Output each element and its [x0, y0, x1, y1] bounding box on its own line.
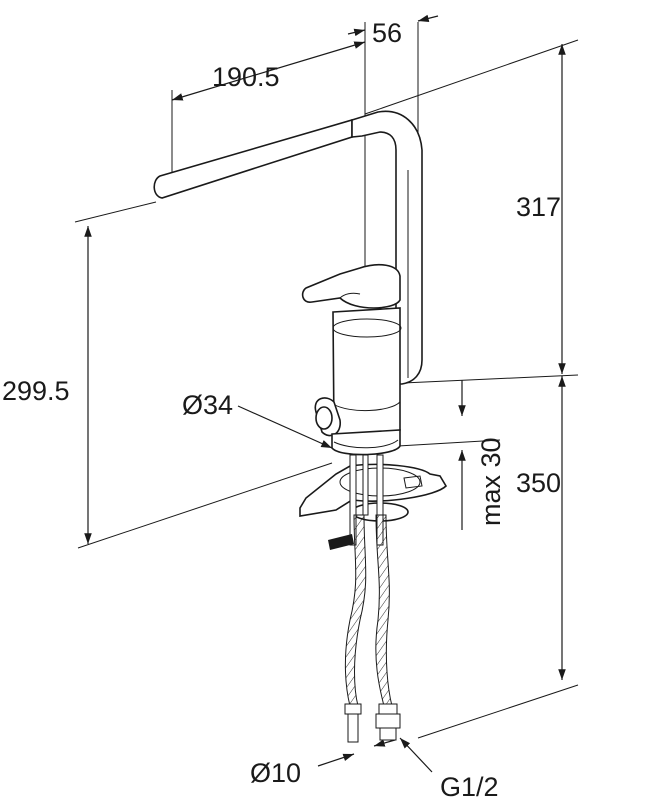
dim-spout-reach: 190.5 — [212, 62, 280, 92]
dim-base-diameter: Ø34 — [182, 390, 233, 420]
dim-hose-diameter: Ø10 — [250, 758, 301, 788]
dimension-lines — [84, 14, 566, 773]
extension-lines — [74, 22, 579, 739]
dim-offset: 56 — [372, 18, 402, 48]
dim-thread: G1/2 — [440, 772, 499, 802]
faucet-illustration — [153, 110, 448, 743]
dim-max-thickness: max 30 — [476, 437, 506, 526]
dimension-labels: 190.5 56 317 299.5 Ø34 max 30 350 Ø10 G1… — [2, 18, 561, 802]
dim-hose-length: 350 — [516, 468, 561, 498]
dim-height-above-spout: 317 — [516, 192, 561, 222]
dim-spout-height: 299.5 — [2, 376, 70, 406]
